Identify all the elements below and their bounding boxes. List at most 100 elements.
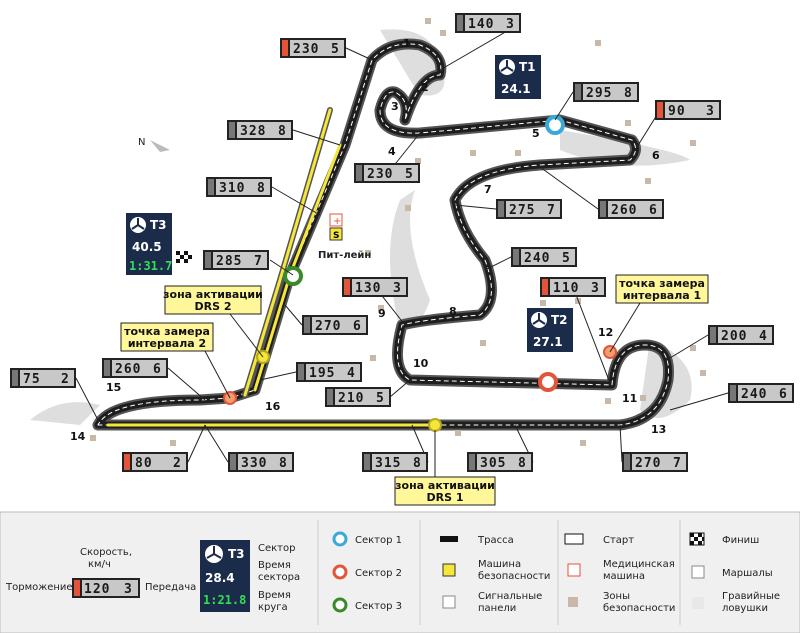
callout-connector (609, 302, 641, 353)
legend-finish-icon (689, 532, 705, 546)
callout-text: зона активации (395, 479, 495, 492)
legend-sector2-icon (332, 564, 348, 580)
gear-value: 6 (779, 387, 788, 402)
north-arrow: N (138, 137, 170, 152)
legend-signal-1: Сигнальные (478, 591, 542, 602)
speed-value: 195 (309, 366, 335, 381)
corner-10: 10 (413, 357, 429, 370)
gear-value: 4 (347, 366, 356, 381)
legend-gravel-1: Гравийные (722, 591, 780, 602)
legend-safety-car-2: безопасности (478, 571, 550, 582)
corner-12: 12 (598, 326, 613, 339)
callout-text: зона активации (163, 288, 263, 301)
speed-value: 330 (241, 456, 267, 471)
panel-label: T1 (519, 60, 536, 74)
corner-2: 2 (421, 81, 429, 94)
corner-15: 15 (106, 381, 121, 394)
legend-marshals: Маршалы (722, 568, 773, 579)
legend-finish: Финиш (722, 535, 759, 546)
speed-box: 260 6 (102, 358, 168, 378)
legend-sector1-icon (332, 531, 348, 547)
legend-sector2: Сектор 2 (355, 568, 402, 579)
legend-safety-car-1: Машина (478, 559, 521, 570)
speed-value: 270 (315, 319, 341, 334)
leader-lines (75, 22, 729, 463)
legend-safety-car-icon (442, 563, 456, 577)
corner-8: 8 (449, 305, 457, 318)
speed-value: 270 (635, 456, 661, 471)
gear-value: 8 (624, 86, 633, 101)
gear-value: 5 (562, 251, 571, 266)
legend-signal-2: панели (478, 603, 516, 614)
legend-start: Старт (603, 535, 634, 546)
legend-gravel-icon (692, 597, 704, 609)
corner-4: 4 (388, 145, 396, 158)
legend-gear: Передача (145, 582, 196, 593)
gear-value: 3 (706, 104, 715, 119)
speed-value: 275 (509, 203, 535, 218)
legend-zones-1: Зоны (603, 591, 630, 602)
callout-text: точка замера (124, 325, 210, 338)
legend-marshal-icon (691, 565, 705, 579)
speed-value: 110 (553, 281, 579, 296)
gear-value: 6 (153, 362, 162, 377)
pit-lane: + S Пит-лейн (318, 213, 371, 261)
legend-sector1: Сектор 1 (355, 535, 402, 546)
legend-track: Трасса (477, 535, 514, 546)
speed-value: 310 (219, 181, 245, 196)
gear-value: 5 (331, 42, 340, 57)
legend-medical-2: машина (603, 571, 645, 582)
corner-5: 5 (532, 127, 540, 140)
gear-value: 8 (278, 124, 287, 139)
gear-value: 3 (393, 281, 402, 296)
gear-value: 3 (506, 17, 515, 32)
corner-6: 6 (652, 149, 660, 162)
gear-value: 8 (257, 181, 266, 196)
sector-3-marker (283, 266, 303, 286)
panel-label: T3 (150, 218, 167, 232)
speed-value: 260 (115, 362, 141, 377)
legend-sector-label: Сектор (258, 543, 295, 554)
corner-1: 1 (403, 37, 411, 50)
legend-start-icon (564, 533, 584, 545)
callout-text: интервала 1 (623, 289, 701, 302)
legend-safety-zone-icon (568, 597, 578, 607)
callout-connector (229, 313, 264, 358)
panel-time: 40.5 (132, 240, 162, 254)
legend-track-icon (440, 536, 458, 542)
gear-value: 8 (413, 456, 422, 471)
legend-sector-time-2: сектора (258, 572, 300, 583)
legend: Скорость, км/ч Торможение Передача 120 3… (0, 511, 800, 633)
speed-value: 210 (338, 391, 364, 406)
legend-sector3: Сектор 3 (355, 601, 402, 612)
speed-value: 230 (367, 167, 393, 182)
gear-value: 2 (61, 372, 70, 387)
legend-panel: T3 28.4 1:21.8 (200, 540, 250, 612)
sector-1-marker (545, 115, 565, 135)
drs1-marker (428, 418, 442, 432)
speed-value: 80 (135, 456, 153, 471)
gear-value: 4 (759, 329, 768, 344)
corner-3: 3 (391, 100, 399, 113)
corner-13: 13 (651, 423, 666, 436)
speed-value: 200 (721, 329, 747, 344)
